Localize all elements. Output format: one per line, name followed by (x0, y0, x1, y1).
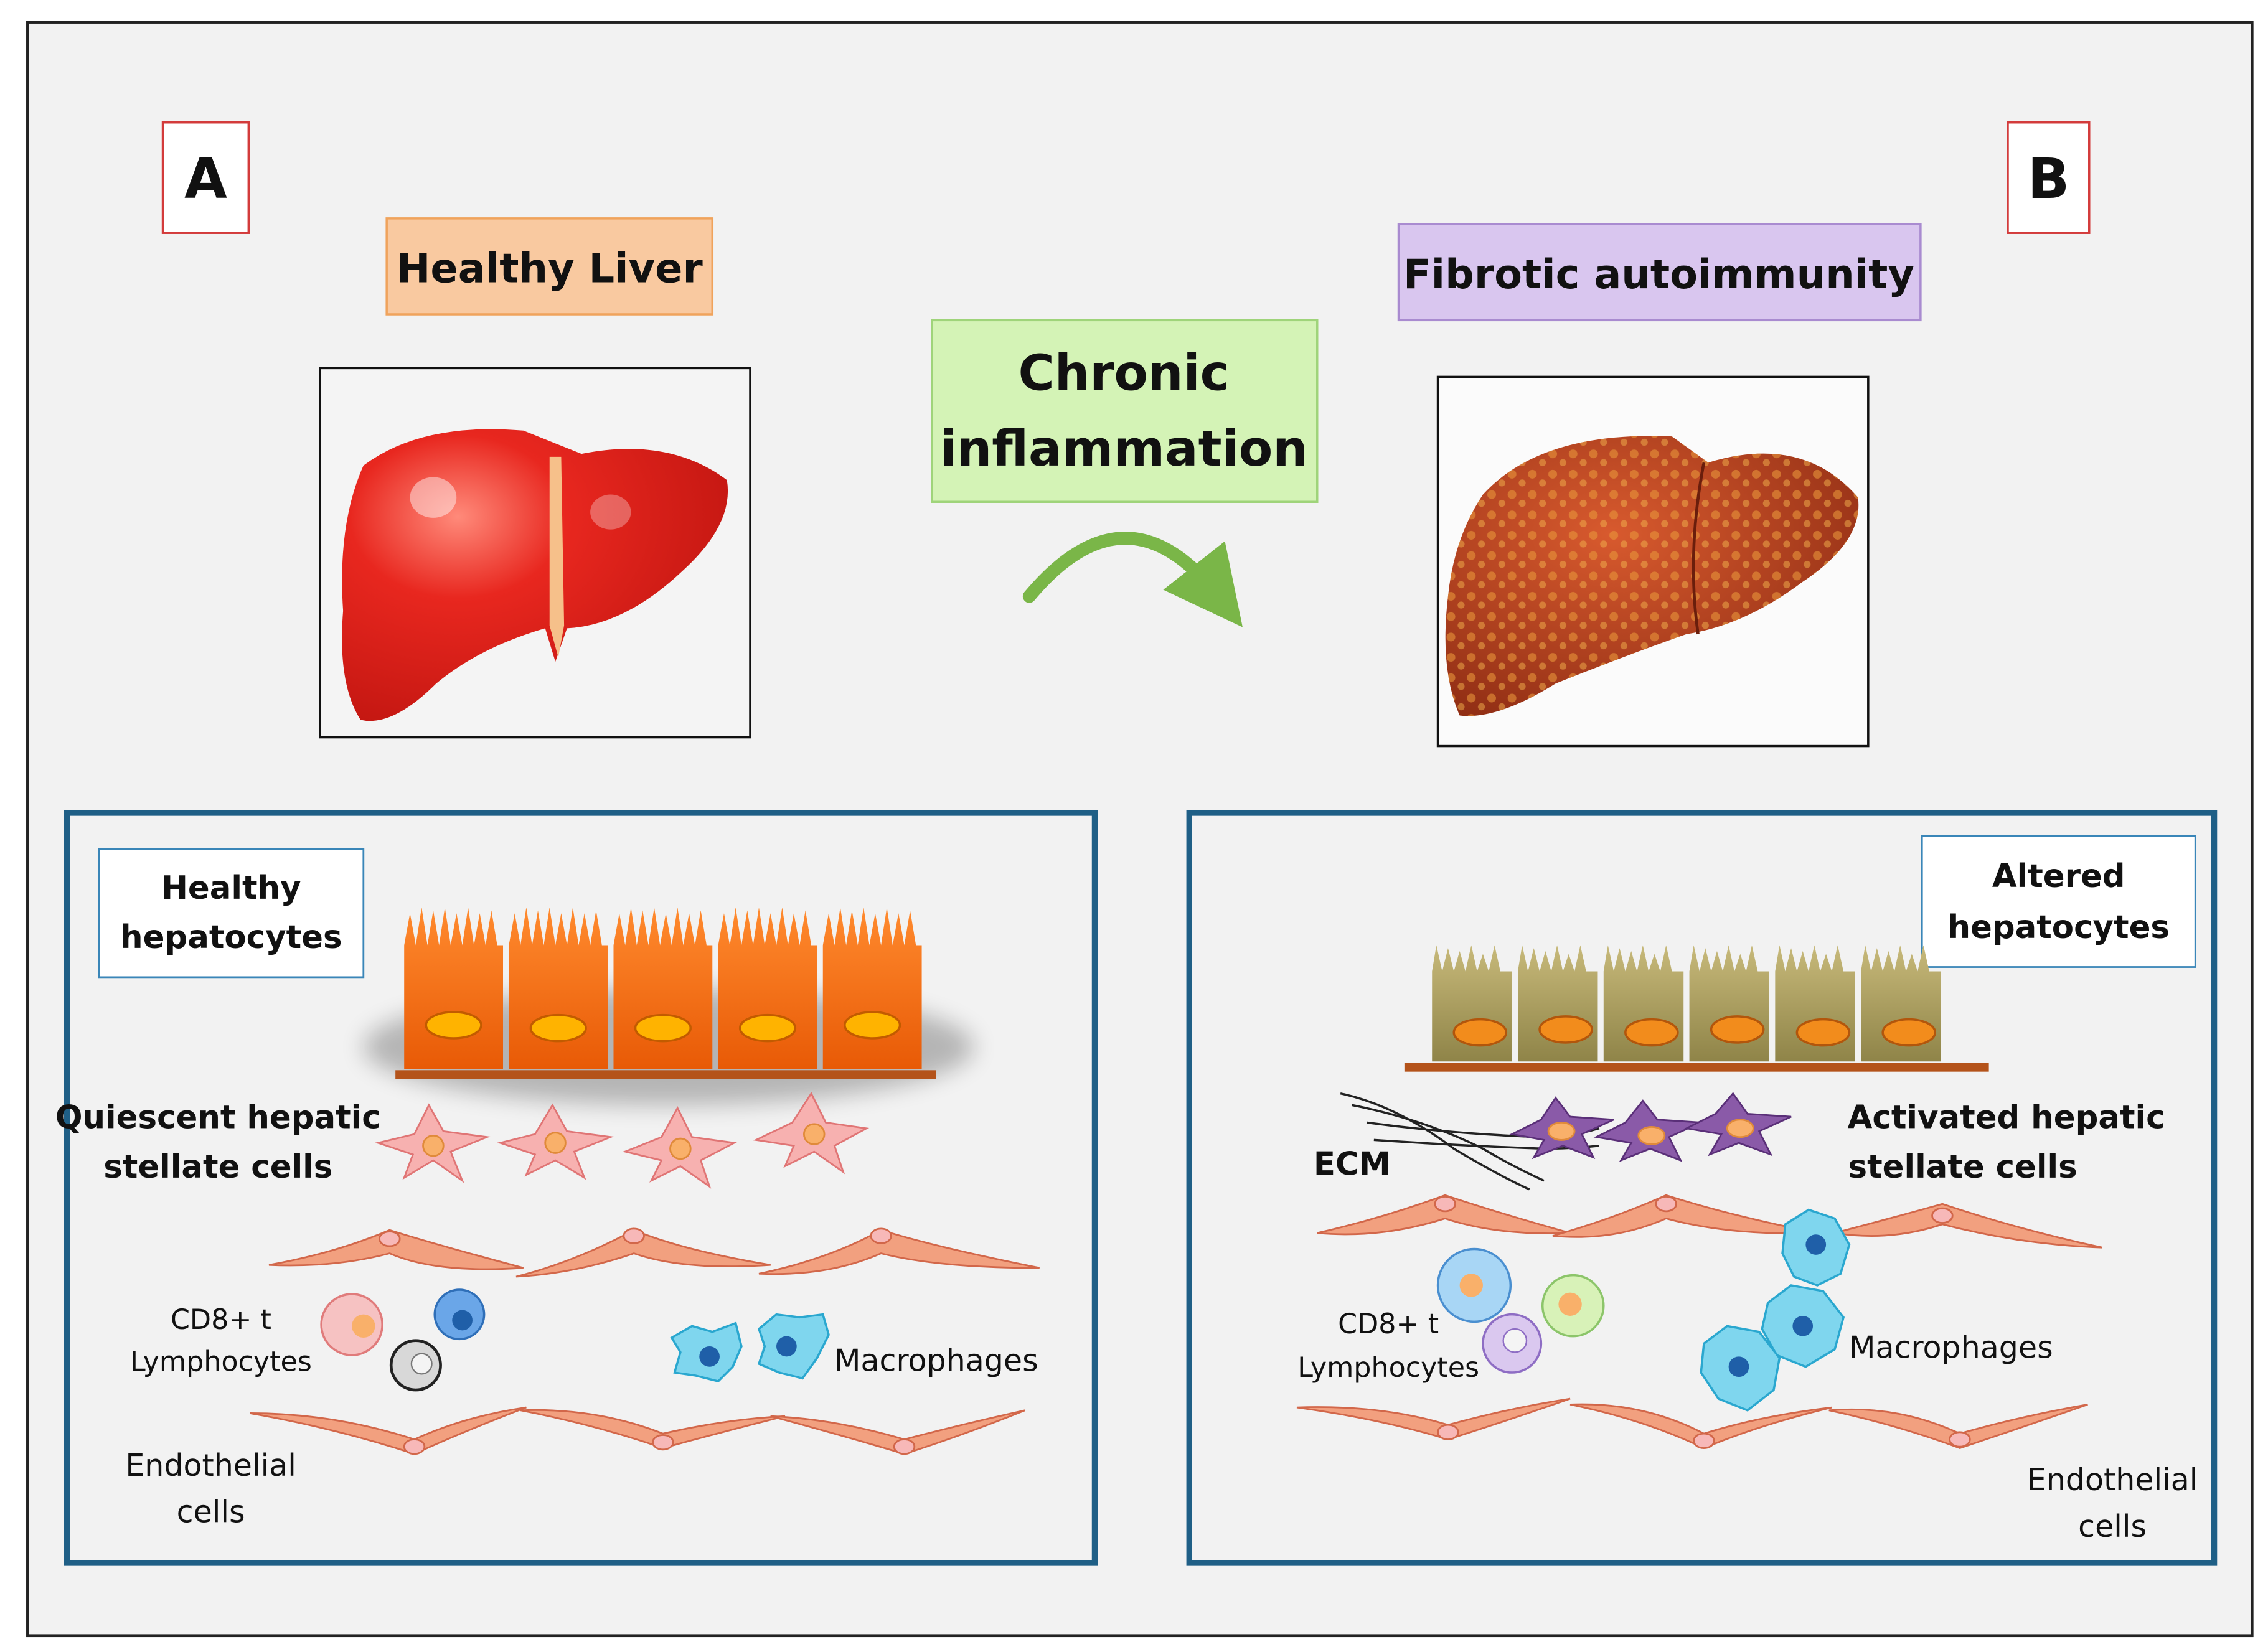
fibrotic-title: Fibrotic autoimmunity (1403, 251, 1914, 298)
endothelial-layer-upper-right (1317, 1194, 2103, 1249)
cd8-label-line2-left: Lymphocytes (130, 1346, 312, 1378)
endothelial-label-line2-left: cells (177, 1494, 245, 1530)
quiescent-stellate-cell (375, 1103, 491, 1183)
cd8-lymphocytes-left (320, 1288, 486, 1392)
endothelial-cell (758, 1229, 1040, 1275)
endothelial-cell (1828, 1404, 2088, 1449)
endothelial-cell (515, 1229, 771, 1278)
panel-a-letter: A (184, 147, 227, 211)
fibrotic-liver-image (1436, 375, 1870, 748)
macrophages-label-right: Macrophages (1849, 1330, 2053, 1366)
activated-stellate-line1: Activated hepatic (1848, 1099, 2165, 1137)
ecm-label: ECM (1314, 1145, 1391, 1183)
endothelial-cell (1834, 1203, 2103, 1249)
activated-stellate-cell (1593, 1099, 1701, 1162)
macrophage-cell (757, 1313, 830, 1380)
chronic-inflammation-box: Chronic inflammation (931, 319, 1319, 503)
endothelial-label-line1-right: Endothelial (2027, 1462, 2198, 1498)
cd8-label-line1-right: CD8+ t (1338, 1308, 1439, 1340)
altered-hepatocyte (1689, 945, 1770, 1062)
lymphocyte-cell (320, 1293, 383, 1356)
quiescent-stellate-line2: stellate cells (103, 1148, 332, 1186)
healthy-hepatocyte (718, 907, 817, 1069)
macrophages-label-left: Macrophages (834, 1343, 1038, 1379)
cd8-lymphocytes-right (1436, 1247, 1605, 1374)
altered-hepatocytes-line2: hepatocytes (1947, 909, 2170, 946)
cd8-label-line1-left: CD8+ t (171, 1304, 271, 1336)
right-detail-panel: Altered hepatocytes (1186, 810, 2218, 1566)
transition-arrow (1022, 532, 1243, 627)
quiescent-stellate-cell (753, 1091, 870, 1175)
healthy-liver-title: Healthy Liver (397, 245, 703, 293)
healthy-liver-image (319, 367, 751, 739)
activated-stellate-line2: stellate cells (1848, 1148, 2077, 1186)
panel-b-badge: B (2007, 121, 2091, 234)
healthy-hepatocyte-row (395, 907, 936, 1079)
altered-hepatocytes-label-box: Altered hepatocytes (1921, 835, 2196, 968)
quiescent-stellate-cell (622, 1106, 737, 1189)
left-detail-panel: Healthy hepatocytes (55, 810, 1098, 1566)
quiescent-stellate-line1: Quiescent hepatic (55, 1099, 381, 1137)
healthy-hepatocyte (404, 907, 503, 1069)
healthy-hepatocyte (509, 907, 608, 1069)
altered-hepatocyte (1603, 945, 1684, 1062)
healthy-hepatocytes-label-box: Healthy hepatocytes (98, 848, 365, 979)
panel-a-badge: A (161, 121, 250, 234)
macrophage-cell (1781, 1208, 1851, 1287)
activated-stellate-cell (1683, 1092, 1792, 1157)
quiescent-stellate-cell (497, 1103, 614, 1180)
altered-hepatocyte (1775, 945, 1855, 1062)
endothelial-label-line2-right: cells (2078, 1508, 2147, 1544)
altered-hepatocytes-line1: Altered (1992, 858, 2125, 895)
quiescent-stellate-cells (375, 1091, 870, 1189)
basement-membrane (395, 1070, 936, 1079)
endothelial-label-line1-left: Endothelial (125, 1447, 296, 1483)
cd8-label-line2-right: Lymphocytes (1297, 1352, 1479, 1384)
healthy-liver-title-box: Healthy Liver (385, 217, 714, 316)
activated-stellate-cell (1509, 1096, 1614, 1160)
healthy-hepatocytes-line2: hepatocytes (120, 919, 342, 956)
transition-label-line1: Chronic (1019, 344, 1230, 401)
healthy-hepatocyte (822, 907, 922, 1069)
macrophage-cell (670, 1321, 743, 1383)
altered-hepatocyte (1518, 945, 1598, 1062)
panel-b-letter: B (2028, 147, 2070, 211)
activated-stellate-cells (1509, 1092, 1792, 1162)
macrophages-left (670, 1313, 830, 1383)
basement-membrane (1404, 1063, 1989, 1072)
endothelial-layer-upper (268, 1227, 1040, 1278)
macrophages-right (1700, 1208, 1851, 1412)
healthy-hepatocytes-line1: Healthy (161, 870, 301, 907)
macrophage-cell (1761, 1284, 1845, 1368)
altered-hepatocyte (1861, 945, 1941, 1062)
macrophage-cell (1700, 1325, 1781, 1412)
endothelial-layer-lower-right (1296, 1397, 2088, 1450)
endothelial-cell (1296, 1397, 1571, 1440)
altered-hepatocyte (1432, 945, 1512, 1062)
transition-label-line2: inflammation (940, 420, 1308, 477)
altered-hepatocyte-row (1404, 945, 1989, 1072)
endothelial-cell (268, 1229, 524, 1270)
endothelial-layer-lower (250, 1406, 1025, 1455)
endothelial-cell (1569, 1403, 1832, 1450)
healthy-hepatocyte (613, 907, 713, 1069)
endothelial-cell (250, 1406, 527, 1455)
fibrotic-title-box: Fibrotic autoimmunity (1397, 223, 1922, 322)
